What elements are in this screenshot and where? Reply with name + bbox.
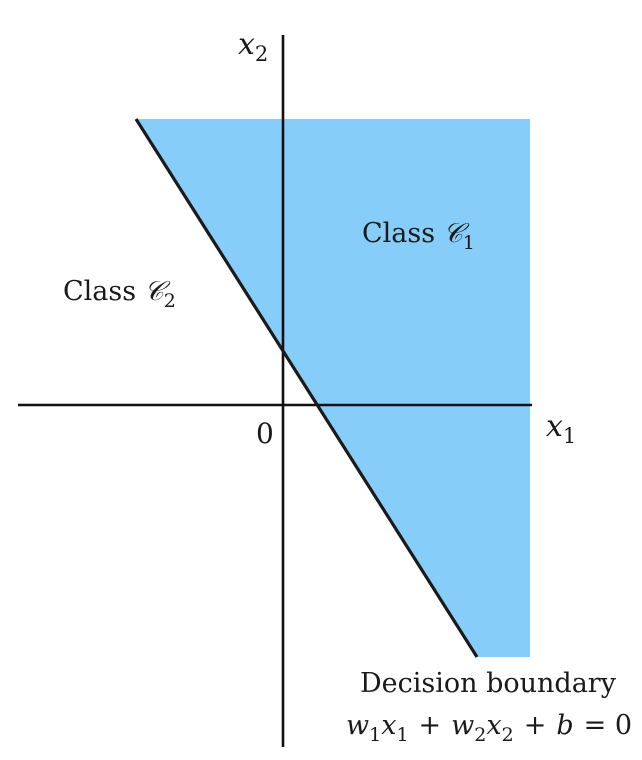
decision-boundary-equation: w1x1+w2x2+b= 0 [346,710,632,746]
x1-axis-label: x1 [546,409,576,448]
class-1-region [136,119,530,657]
origin-label: 0 [256,417,274,450]
x2-axis-label: x2 [238,27,268,66]
decision-boundary-title: Decision boundary [360,668,617,699]
decision-boundary-line [134,118,479,658]
